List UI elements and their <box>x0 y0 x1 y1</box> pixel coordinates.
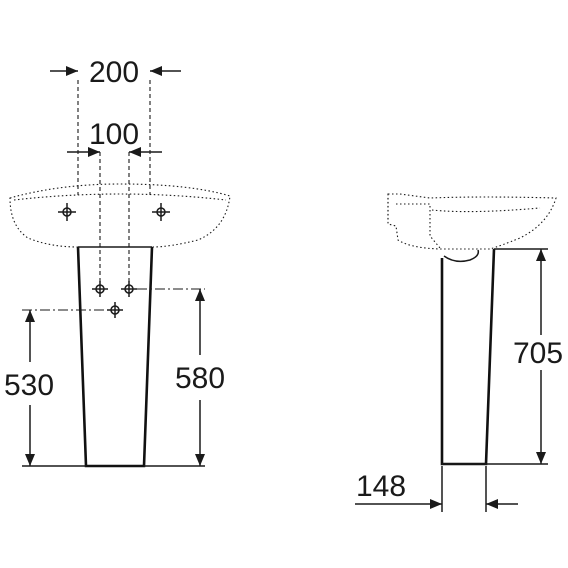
dim-148-label: 148 <box>356 470 406 503</box>
front-view: 200 100 530 580 <box>4 56 231 468</box>
dim-148-arrows <box>355 499 518 509</box>
fitting-left-icon <box>92 281 108 297</box>
side-pedestal-outline <box>440 248 496 466</box>
pedestal-outline <box>76 246 154 468</box>
basin-mount-right-icon <box>152 203 170 221</box>
basin-outline <box>9 183 231 248</box>
side-wall-bracket <box>387 198 441 249</box>
side-bowl-inner <box>431 207 541 213</box>
dim-200-arrows <box>50 66 181 76</box>
dim-580-arrows <box>195 289 205 466</box>
dim-705-label: 705 <box>513 337 563 370</box>
dim-100-label: 100 <box>89 118 139 151</box>
fitting-right-icon <box>121 281 137 297</box>
side-trap <box>443 249 480 263</box>
waste-outlet-icon <box>107 302 123 318</box>
dim-705-arrows <box>536 249 546 464</box>
side-basin-outline <box>387 193 557 250</box>
dim-100-arrows <box>67 147 162 157</box>
dim-580-label: 580 <box>175 362 225 395</box>
dim-530-arrows <box>25 310 35 466</box>
basin-mount-left-icon <box>58 203 76 221</box>
side-view: 705 148 <box>355 193 563 512</box>
dim-200-label: 200 <box>89 56 139 89</box>
dim-530-label: 530 <box>4 369 54 402</box>
basin-rim <box>13 193 227 201</box>
